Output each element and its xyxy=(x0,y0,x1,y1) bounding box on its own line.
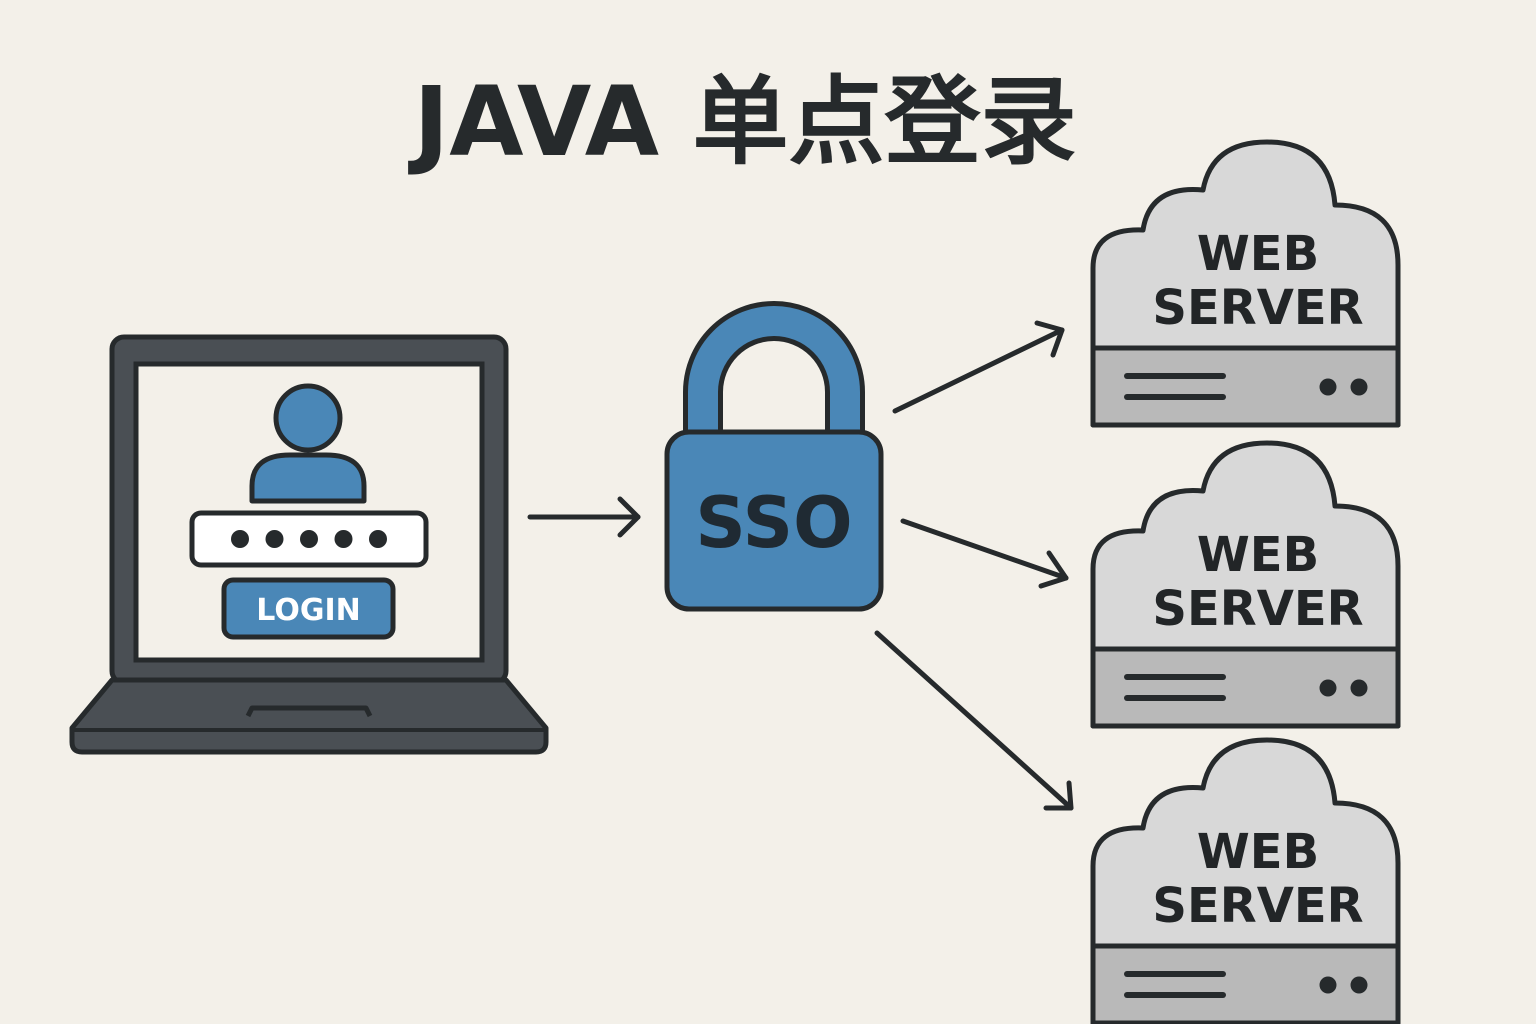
sso-lock-icon: SSO xyxy=(664,301,884,612)
server-led-icon xyxy=(1350,679,1368,697)
arrow-sso-to-server-1 xyxy=(892,320,1065,414)
arrow-sso-to-server-3 xyxy=(874,630,1074,811)
password-dot xyxy=(265,530,284,548)
server-base-outline xyxy=(1090,946,1401,1024)
server-base-panel xyxy=(1095,946,1396,1021)
server-base-panel xyxy=(1095,649,1396,724)
password-dot xyxy=(300,530,318,548)
server-led-icon xyxy=(1319,679,1337,697)
password-field[interactable] xyxy=(189,510,429,568)
server-led-icon xyxy=(1350,378,1368,396)
user-avatar-icon xyxy=(249,383,367,504)
diagram-title: JAVA 单点登录 xyxy=(408,66,1077,178)
server-label-line2: SERVER xyxy=(1152,581,1363,637)
server-led-icon xyxy=(1319,378,1337,396)
password-dot xyxy=(334,530,353,548)
sso-lock-body xyxy=(664,429,884,612)
password-mask xyxy=(231,530,387,548)
arrow-sso-to-server-2 xyxy=(900,518,1069,589)
login-button-label: LOGIN xyxy=(256,593,360,628)
server-base-outline xyxy=(1090,348,1401,428)
laptop-trackpad xyxy=(245,705,373,718)
server-base-panel xyxy=(1095,348,1396,423)
server-label-line1: WEB xyxy=(1197,527,1319,583)
server-label-line1: WEB xyxy=(1197,226,1319,282)
server-label-line2: SERVER xyxy=(1152,280,1363,336)
password-dot xyxy=(369,530,387,548)
server-led-icon xyxy=(1350,976,1368,994)
laptop-keyboard-base xyxy=(69,677,549,755)
server-label-line2: SERVER xyxy=(1152,878,1363,934)
login-button[interactable]: LOGIN xyxy=(221,577,396,640)
server-base-outline xyxy=(1090,649,1401,729)
laptop: LOGIN xyxy=(69,334,549,755)
password-dot xyxy=(231,530,249,548)
server-label-line1: WEB xyxy=(1197,824,1319,880)
sso-label: SSO xyxy=(695,482,852,564)
server-led-icon xyxy=(1319,976,1337,994)
arrow-client-to-sso xyxy=(527,496,641,538)
